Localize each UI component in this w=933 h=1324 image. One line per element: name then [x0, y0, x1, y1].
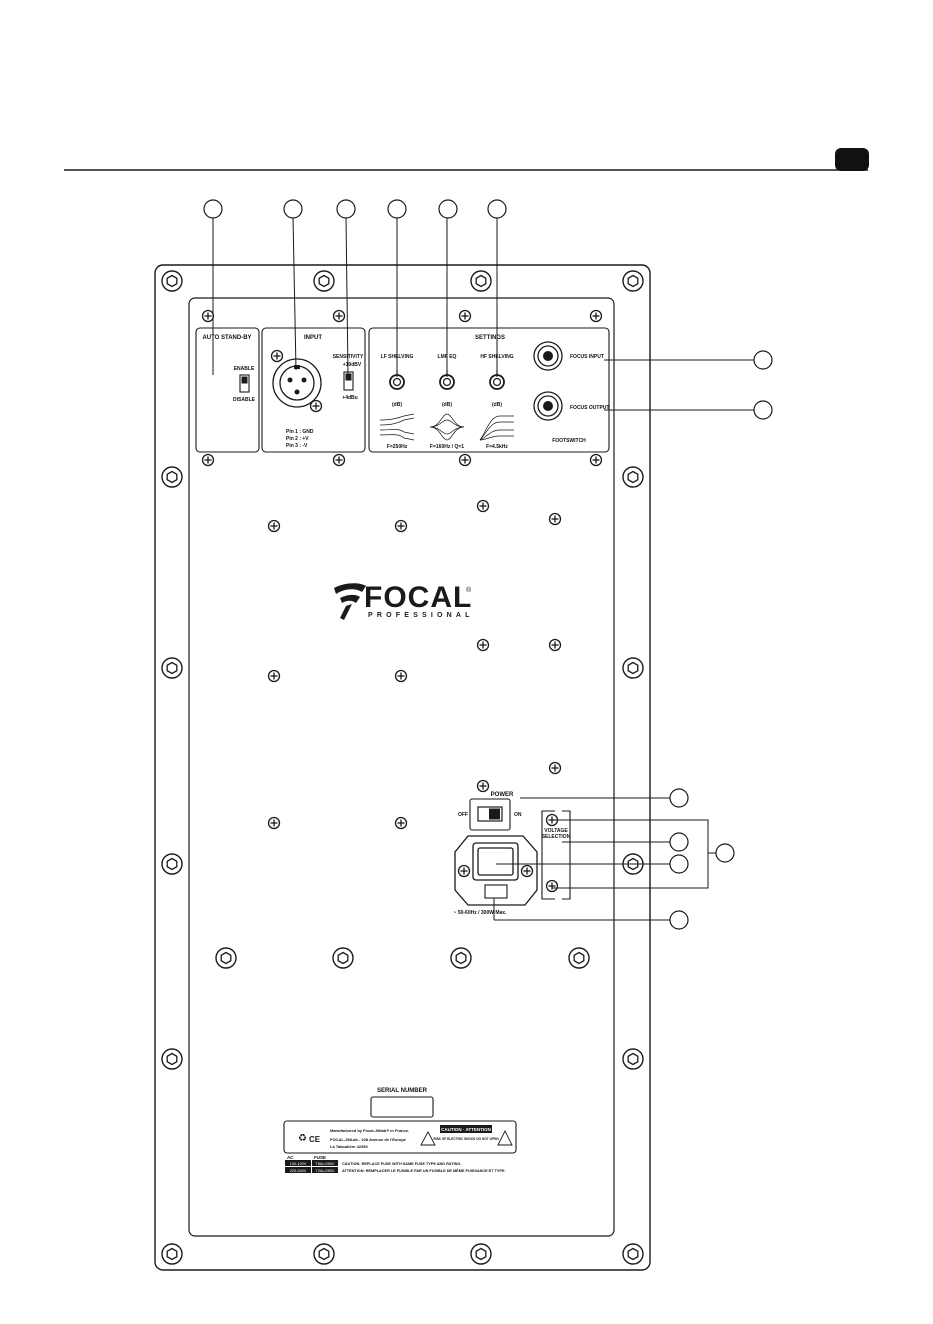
warning-icon-left	[420, 1131, 436, 1146]
power-label: POWER	[491, 792, 514, 798]
serial-label: SERIAL NUMBER	[377, 1088, 428, 1094]
callout-4	[387, 199, 407, 219]
callout-13	[669, 910, 689, 930]
enable-label: ENABLE	[234, 366, 255, 372]
plate-manufactured: Manufactured by Focal-JMlab® in France.	[330, 1128, 409, 1133]
settings-title: SETTINGS	[475, 335, 505, 341]
focus-input-label: FOCUS INPUT	[570, 354, 604, 360]
ce-mark: CE	[309, 1135, 321, 1144]
outer-screws	[161, 270, 644, 1265]
footswitch-label: FOOTSWITCH	[552, 438, 586, 444]
callout-9	[669, 788, 689, 808]
voltage-label-2: SELECTION	[542, 834, 571, 840]
serial-section: SERIAL NUMBER	[370, 1088, 434, 1118]
focal-logo-sub: PROFESSIONAL	[368, 612, 474, 619]
knob-hf[interactable]	[489, 370, 505, 390]
knob-lf-unit: (dB)	[392, 402, 402, 408]
callout-2	[283, 199, 303, 219]
weee-icon: ♻	[298, 1133, 307, 1144]
pin3-label: Pin 3 : -V	[286, 443, 308, 449]
disable-label: DISABLE	[233, 397, 256, 403]
focus-input-jack[interactable]	[533, 341, 563, 371]
fuse-table: AC FUSE 100-120V T5AL/250V 220-240V T2AL…	[285, 1155, 506, 1173]
callout-7	[753, 350, 773, 370]
plate-caution: CAUTION · ATTENTION	[441, 1127, 491, 1132]
sensitivity-switch[interactable]	[343, 371, 354, 391]
power-section: POWER OFF ON	[458, 792, 522, 831]
plate-address-1: FOCAL-JMLab - 108 Avenue de l'Europe	[330, 1137, 407, 1142]
focus-output-label: FOCUS OUTPUT	[570, 405, 609, 411]
warn-fr: ATTENTION: REMPLACER LE FUSIBLE PAR UN F…	[342, 1168, 506, 1173]
knob-lf-caption: F=250Hz	[387, 444, 408, 450]
power-on-label: ON	[514, 812, 522, 818]
page-tab	[835, 148, 869, 171]
focal-logo-mark	[334, 583, 366, 620]
knob-hf-caption: F=4.5kHz	[486, 444, 508, 450]
mains-inlet[interactable]	[454, 835, 538, 906]
callout-12	[715, 843, 735, 863]
auto-standby-panel: AUTO STAND-BY ENABLE DISABLE	[195, 327, 260, 453]
voltage-section: VOLTAGE SELECTION	[541, 810, 571, 900]
xlr-connector[interactable]	[272, 358, 322, 408]
curve-lmf	[429, 413, 465, 441]
callout-3	[336, 199, 356, 219]
knob-lmf-caption: F=160Hz / Q=1	[430, 444, 464, 450]
focal-logo-text: FOCAL	[364, 581, 472, 614]
callout-8	[753, 400, 773, 420]
input-title: INPUT	[304, 335, 322, 341]
inner-plate	[188, 297, 615, 1237]
sens-high-label: +10dBV	[343, 362, 362, 368]
focal-logo: FOCAL ® PROFESSIONAL	[334, 581, 474, 620]
ac-header: AC	[287, 1155, 294, 1160]
rating-plate: ♻ CE Manufactured by Focal-JMlab® in Fra…	[283, 1120, 517, 1154]
sens-low-label: +4dBu	[342, 395, 357, 401]
voltage-label-1: VOLTAGE	[544, 828, 568, 834]
fuse-header: FUSE	[314, 1155, 326, 1160]
input-panel: INPUT SENSITIVITY +10dBV +4dBu Pin 1 : G…	[261, 327, 366, 453]
sensitivity-label: SENSITIVITY	[333, 354, 364, 360]
leader-lines	[212, 216, 754, 921]
knob-hf-unit: (dB)	[492, 402, 502, 408]
pin2-label: Pin 2 : +V	[286, 436, 309, 442]
curve-hf	[479, 415, 514, 441]
curve-lf	[379, 413, 415, 441]
warn-en: CAUTION: REPLACE FUSE WITH SAME FUSE TYP…	[342, 1162, 461, 1166]
focal-logo-reg: ®	[466, 586, 472, 594]
fuse-value-2: T2AL/250V	[316, 1169, 335, 1173]
auto-standby-title: AUTO STAND-BY	[202, 335, 251, 341]
callout-6	[487, 199, 507, 219]
mains-rating: ~ 50-60Hz / 300W Max.	[454, 910, 508, 916]
ac-value-2: 220-240V	[290, 1169, 307, 1173]
settings-panel: SETTINGS LF SHELVING (dB) F=250Hz LMF EQ…	[368, 327, 610, 453]
outer-plate	[154, 264, 651, 1271]
pin1-label: Pin 1 : GND	[286, 429, 314, 435]
callout-5	[438, 199, 458, 219]
callout-10	[669, 832, 689, 852]
callout-11	[669, 854, 689, 874]
plate-address-2: La Talaudière 42350	[330, 1144, 369, 1149]
callout-1	[203, 199, 223, 219]
warning-icon-right	[497, 1129, 513, 1146]
knob-lmf-unit: (dB)	[442, 402, 452, 408]
fuse-value-1: T5AL/250V	[316, 1162, 335, 1166]
focus-output-jack[interactable]	[533, 391, 563, 421]
plate-caution-sub: RISK OF ELECTRIC SHOCK DO NOT OPEN	[433, 1137, 499, 1141]
ac-value-1: 100-120V	[290, 1162, 307, 1166]
power-off-label: OFF	[458, 812, 468, 818]
